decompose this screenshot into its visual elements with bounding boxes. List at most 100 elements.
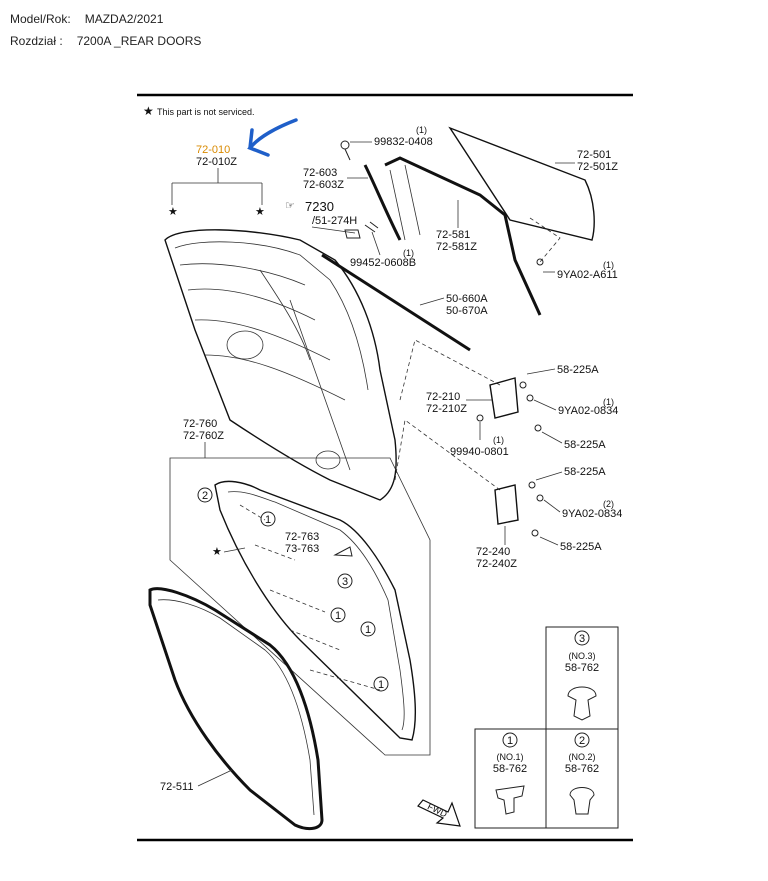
part-72-581[interactable]: 72-581: [436, 229, 470, 241]
part-72-760z[interactable]: 72-760Z: [183, 430, 224, 442]
bolt-icon: [534, 424, 542, 432]
screw-icon: [364, 221, 379, 233]
callout-1: 1: [330, 607, 346, 623]
part-72-603z[interactable]: 72-603Z: [303, 179, 344, 191]
clip-box-no1: 1 (NO.1) 58-762: [474, 728, 547, 829]
part-58-225a-4[interactable]: 58-225A: [560, 541, 602, 553]
model-value: MAZDA2/2021: [84, 12, 164, 26]
part-99940-qty: (1): [493, 435, 504, 445]
part-9ya02-a611-qty: (1): [603, 260, 614, 270]
bolt-icon: [519, 381, 527, 389]
part-72-240[interactable]: 72-240: [476, 546, 510, 558]
weatherstrip-50-660a: [321, 253, 471, 352]
part-50-660a[interactable]: 50-660A: [446, 293, 488, 305]
part-58-225a-1[interactable]: 58-225A: [557, 364, 599, 376]
svg-text:1: 1: [365, 624, 371, 636]
door-bracket: [171, 168, 263, 205]
part-9ya02-0834-1[interactable]: 9YA02-0834: [558, 405, 618, 417]
svg-text:1: 1: [335, 610, 341, 622]
svg-text:58-762: 58-762: [493, 763, 527, 775]
star-icon: ★: [143, 104, 154, 118]
bolt-icon: [526, 394, 534, 402]
part-72-501z[interactable]: 72-501Z: [577, 161, 618, 173]
part-58-225a-2[interactable]: 58-225A: [564, 439, 606, 451]
door-opening: [226, 330, 264, 360]
door-reinforcement-lines: [179, 263, 346, 401]
bolt-icon: [531, 529, 539, 537]
bolt-icon: [536, 258, 544, 266]
door-seal-inner: [157, 599, 315, 816]
trim-panel-inner: [227, 491, 405, 731]
svg-text:3: 3: [579, 633, 585, 645]
callout-1: 1: [260, 511, 276, 527]
section-label: Rozdział :: [10, 34, 63, 48]
svg-text:58-762: 58-762: [565, 763, 599, 775]
star-icon: ★: [168, 206, 178, 218]
part-72-210z[interactable]: 72-210Z: [426, 403, 467, 415]
part-9ya02-a611[interactable]: 9YA02-A611: [557, 269, 618, 281]
callout-2: 2: [197, 487, 213, 503]
part-9ya02-0834-2[interactable]: 9YA02-0834: [562, 508, 622, 520]
clip-box-no3: 3 (NO.3) 58-762: [545, 626, 619, 730]
callout-1: 1: [373, 676, 389, 692]
bolt-icon: [340, 140, 350, 150]
part-72-501[interactable]: 72-501: [577, 149, 611, 161]
part-50-670a[interactable]: 50-670A: [446, 305, 488, 317]
grommet-icon: [344, 229, 361, 239]
part-72-511[interactable]: 72-511: [160, 781, 193, 793]
callout-1: 1: [360, 621, 376, 637]
hinge-72-240: [494, 484, 519, 525]
part-72-760[interactable]: 72-760: [183, 418, 217, 430]
door-frame-lines: [259, 269, 351, 471]
svg-text:1: 1: [265, 514, 271, 526]
svg-text:1: 1: [378, 679, 384, 691]
door-inner-line: [174, 241, 369, 391]
svg-text:(NO.1): (NO.1): [497, 752, 524, 762]
ref-7230[interactable]: 7230: [305, 199, 334, 214]
sash-72-603: [363, 164, 402, 241]
part-72-010z[interactable]: 72-010Z: [196, 156, 237, 168]
part-99940-0801[interactable]: 99940-0801: [450, 446, 509, 458]
glass-72-501: [448, 126, 595, 241]
door-seal-72-511: [148, 587, 324, 831]
svg-text:2: 2: [579, 735, 585, 747]
star-icon: ★: [212, 546, 222, 558]
clip-positions: [239, 504, 381, 691]
callout-3: 3: [337, 573, 353, 589]
star-icon: ★: [255, 206, 265, 218]
clip-icon: [567, 686, 597, 721]
glass-dash-line: [529, 217, 561, 263]
section-row: Rozdział :7200A _REAR DOORS: [10, 34, 201, 48]
trim-panel-outer: [214, 480, 417, 741]
channel-72-581: [384, 156, 542, 316]
part-58-225a-3[interactable]: 58-225A: [564, 466, 606, 478]
svg-text:1: 1: [507, 735, 513, 747]
part-72-240z[interactable]: 72-240Z: [476, 558, 517, 570]
svg-text:(NO.2): (NO.2): [569, 752, 596, 762]
note-text: This part is not serviced.: [157, 107, 255, 117]
speaker-hole: [315, 450, 341, 470]
model-label: Model/Rok:: [10, 12, 71, 26]
clip-icon: [495, 785, 525, 815]
ref-51-274h[interactable]: /51-274H: [312, 215, 357, 227]
part-72-010[interactable]: 72-010: [196, 144, 230, 156]
annotation-arrow: [247, 118, 298, 157]
part-72-581z[interactable]: 72-581Z: [436, 241, 477, 253]
part-72-603[interactable]: 72-603: [303, 167, 337, 179]
part-72-210[interactable]: 72-210: [426, 391, 460, 403]
hand-pointer-icon: ☞: [285, 200, 295, 212]
channel-lines: [389, 164, 421, 241]
clip-icon: [569, 787, 595, 815]
nut-icon: [476, 414, 484, 422]
trim-group-frame: [169, 442, 431, 756]
fwd-arrow-icon: FWD: [417, 799, 461, 827]
part-99832-0408[interactable]: 99832-0408: [374, 136, 433, 148]
part-99832-qty: (1): [416, 125, 427, 135]
part-99452-0608b[interactable]: 99452-0608B: [350, 257, 416, 269]
part-72-763[interactable]: 72-763: [285, 531, 319, 543]
part-73-763[interactable]: 73-763: [285, 543, 319, 555]
door-outer-panel: [164, 229, 397, 501]
trim-clip-icon: [333, 546, 353, 557]
hinge-dash-lines: [394, 339, 501, 491]
